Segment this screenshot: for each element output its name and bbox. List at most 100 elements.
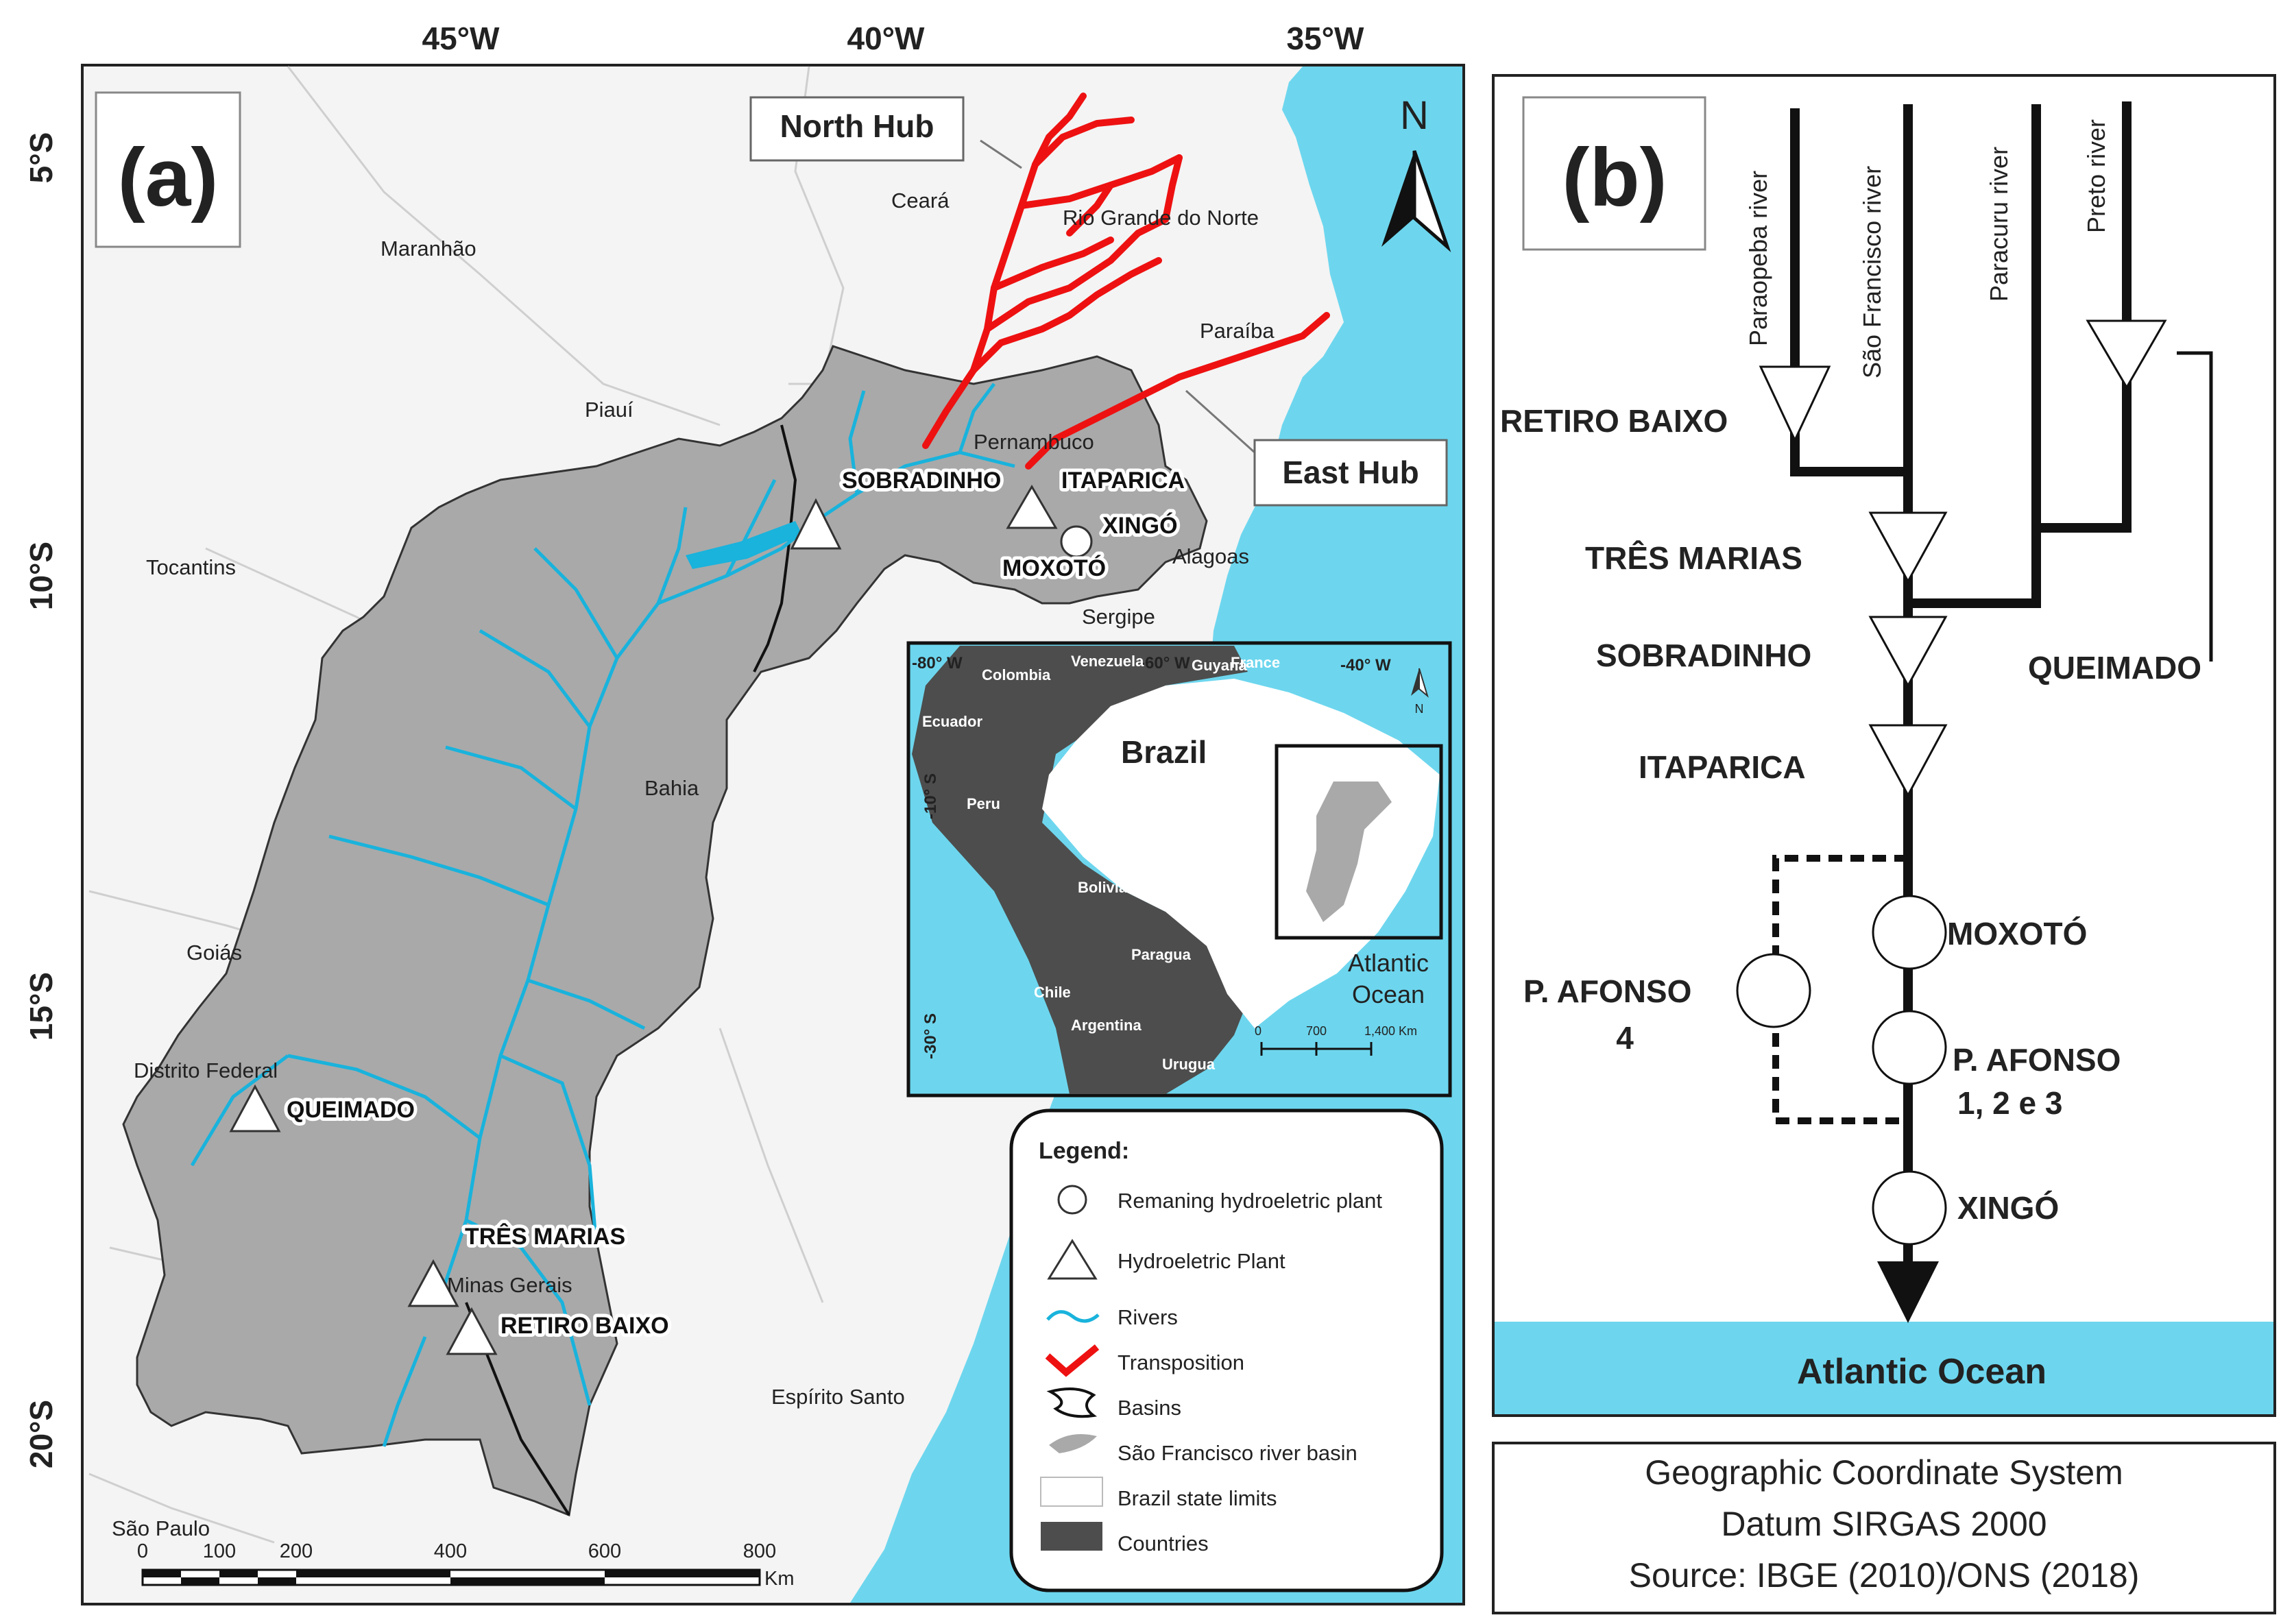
scale-unit: Km — [764, 1568, 795, 1590]
inset-brazil-label: Brazil — [1121, 734, 1207, 770]
north-arrow-label: N — [1400, 93, 1429, 138]
plant-label: SOBRADINHO — [842, 468, 1001, 494]
rivers — [190, 383, 1015, 1447]
lat-tick: 10°S — [23, 542, 59, 610]
sub-basin-outline — [753, 424, 797, 672]
inset-lon-tick: -80° W — [912, 654, 963, 672]
transposition-lines — [922, 93, 1330, 470]
plant-label: TRÊS MARIAS — [465, 1224, 625, 1250]
inset-country-label: Ecuador — [922, 713, 982, 730]
sobradinho-triangle-icon — [790, 498, 842, 550]
plant-label: QUEIMADO — [2028, 650, 2201, 686]
inset-country-label: Venezuela — [1071, 653, 1144, 670]
scale-tick: 100 — [203, 1540, 236, 1562]
river-label: Paracuru river — [1985, 147, 2013, 302]
plant-label: ITAPARICA — [1061, 468, 1185, 494]
legend-item-label: Brazil state limits — [1118, 1486, 1277, 1510]
inset-ocean-label: Ocean — [1352, 980, 1425, 1008]
inset-scale-tick: 0 — [1255, 1024, 1261, 1038]
lat-tick: 5°S — [23, 132, 59, 184]
inset-lat-tick: -30° S — [921, 1013, 940, 1059]
schematic-reservoirs — [1759, 319, 2167, 798]
state-label: Sergipe — [1082, 605, 1155, 629]
schematic-panel-b: Atlantic Ocean (b) P — [1492, 74, 2276, 1417]
schematic-plant-labels: RETIRO BAIXO TRÊS MARIAS SOBRADINHO ITAP… — [1500, 403, 2201, 1226]
moxoto-plant-icon — [1872, 895, 1947, 970]
inset-country-label: France — [1231, 654, 1280, 671]
inset-country-label: Colombia — [982, 666, 1051, 683]
state-label: Distrito Federal — [134, 1058, 278, 1082]
p-afonso-123-plant-icon — [1872, 1010, 1947, 1085]
source-line: Source: IBGE (2010)/ONS (2018) — [1629, 1556, 2140, 1595]
east-hub-leader — [1185, 389, 1256, 454]
inset-scale-tick: 700 — [1306, 1024, 1327, 1038]
queimado-connector — [2177, 351, 2213, 662]
graticule-labels: 45°W 40°W 35°W 5°S 10°S 15°S 20°S — [23, 21, 1364, 1468]
xingo-plant-icon — [1872, 1170, 1947, 1246]
legend-item-label: São Francisco river basin — [1118, 1441, 1357, 1465]
retiro-baixo-reservoir-icon — [1759, 365, 1831, 443]
plant-label: XINGÓ — [1102, 513, 1178, 539]
inset-scale-bar: 0 700 1,400 Km — [1255, 1024, 1417, 1056]
itaparica-reservoir-icon — [1868, 724, 1948, 798]
inset-extent-box — [1275, 744, 1443, 940]
scale-bar: 0 100 200 400 600 800 Km — [137, 1540, 795, 1590]
state-label: Bahia — [644, 776, 699, 800]
river-label: São Francisco river — [1858, 166, 1886, 378]
inset-ocean-label: Atlantic — [1348, 949, 1429, 977]
state-label: Paraíba — [1200, 319, 1275, 343]
scale-tick: 600 — [588, 1540, 621, 1562]
inset-brazil — [1042, 679, 1440, 1028]
inset-country-label: Bolivia — [1078, 879, 1128, 896]
legend-state-limits-icon — [1040, 1477, 1103, 1507]
inset-map: -80° W -60° W -40° W -10° S -30° S Colom… — [906, 641, 1452, 1098]
east-hub-label: East Hub — [1282, 455, 1418, 490]
state-label: São Paulo — [112, 1516, 210, 1540]
east-hub-box — [1253, 439, 1448, 507]
state-label: Minas Gerais — [447, 1273, 572, 1297]
legend-item-label: Hydroeletric Plant — [1118, 1249, 1285, 1273]
inset-country-label: Guyana — [1192, 657, 1247, 674]
legend-box — [1009, 1108, 1444, 1592]
plant-label: RETIRO BAIXO — [1500, 403, 1728, 439]
plant-label: RETIRO BAIXO — [500, 1313, 669, 1339]
inset-north-icon: N — [1411, 668, 1429, 716]
river-label: Paraopeba river — [1744, 171, 1772, 346]
plant-label: 4 — [1616, 1020, 1634, 1056]
source-line: Datum SIRGAS 2000 — [1721, 1505, 2047, 1543]
legend-sf-basin-icon — [1049, 1433, 1097, 1453]
scale-tick: 0 — [137, 1540, 148, 1562]
inset-north-label: N — [1415, 702, 1424, 716]
queimado-triangle-icon — [229, 1084, 281, 1132]
plant-label: P. AFONSO — [1953, 1042, 2121, 1078]
sobradinho-reservoir-icon — [1868, 616, 1948, 688]
inset-country-label: Chile — [1034, 984, 1071, 1001]
legend-item-label: Rivers — [1118, 1305, 1178, 1329]
p-afonso-4-plant-icon — [1736, 953, 1811, 1028]
state-label: Goiás — [186, 941, 242, 965]
scale-tick: 200 — [280, 1540, 313, 1562]
state-label: Maranhão — [381, 237, 476, 260]
inset-country-label: Argentina — [1071, 1017, 1142, 1034]
panel-a-label: (a) — [118, 132, 219, 223]
plant-label: TRÊS MARIAS — [1585, 540, 1802, 576]
sobradinho-lake — [686, 521, 802, 569]
legend-item-label: Basins — [1118, 1396, 1181, 1420]
plant-label: QUEIMADO — [287, 1097, 415, 1123]
plant-label: ITAPARICA — [1639, 749, 1806, 785]
itaparica-triangle-icon — [1006, 485, 1058, 529]
legend-item-label: Remaning hydroeletric plant — [1118, 1189, 1382, 1213]
schematic-river-labels: Paraopeba river São Francisco river Para… — [1744, 119, 2110, 378]
river-label: Preto river — [2082, 119, 2110, 233]
plant-label: SOBRADINHO — [1596, 638, 1811, 673]
panel-b-label-box — [1522, 96, 1706, 251]
scale-tick: 800 — [743, 1540, 776, 1562]
tres-marias-triangle-icon — [407, 1259, 459, 1307]
inset-lat-tick: -10° S — [921, 773, 940, 819]
north-hub-label: North Hub — [780, 108, 934, 144]
schematic-run-of-river — [1736, 895, 1947, 1246]
map-panel-a: Ceará Rio Grande do Norte Maranhão Paraí… — [23, 21, 1465, 1605]
plant-label: MOXOTÓ — [1947, 916, 2087, 952]
lon-tick: 35°W — [1287, 21, 1365, 56]
